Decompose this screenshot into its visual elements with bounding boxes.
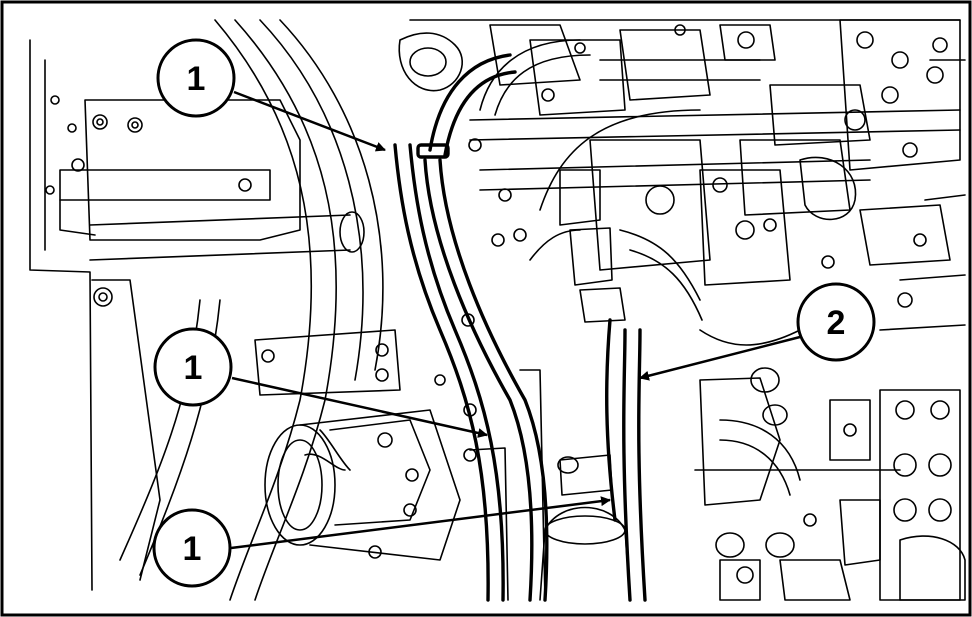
callout-circle [153,327,233,407]
callout-1-top: 1 [156,38,386,152]
callout-2-right: 2 [639,282,876,381]
callout-leader-line [639,335,801,381]
callout-number: 1 [187,60,206,98]
callout-circle [152,508,232,588]
callout-number: 1 [184,349,203,387]
callout-leader-line [230,496,611,550]
callout-leader-line [231,376,488,438]
callout-1-bottom: 1 [152,496,611,588]
callout-1-middle: 1 [153,327,488,438]
callout-circle [156,38,236,118]
callout-circle [796,282,876,362]
highlighted-hoses [393,53,647,602]
callout-number: 1 [183,530,202,568]
callout-number: 2 [827,304,846,342]
callout-leader-line [233,90,386,152]
